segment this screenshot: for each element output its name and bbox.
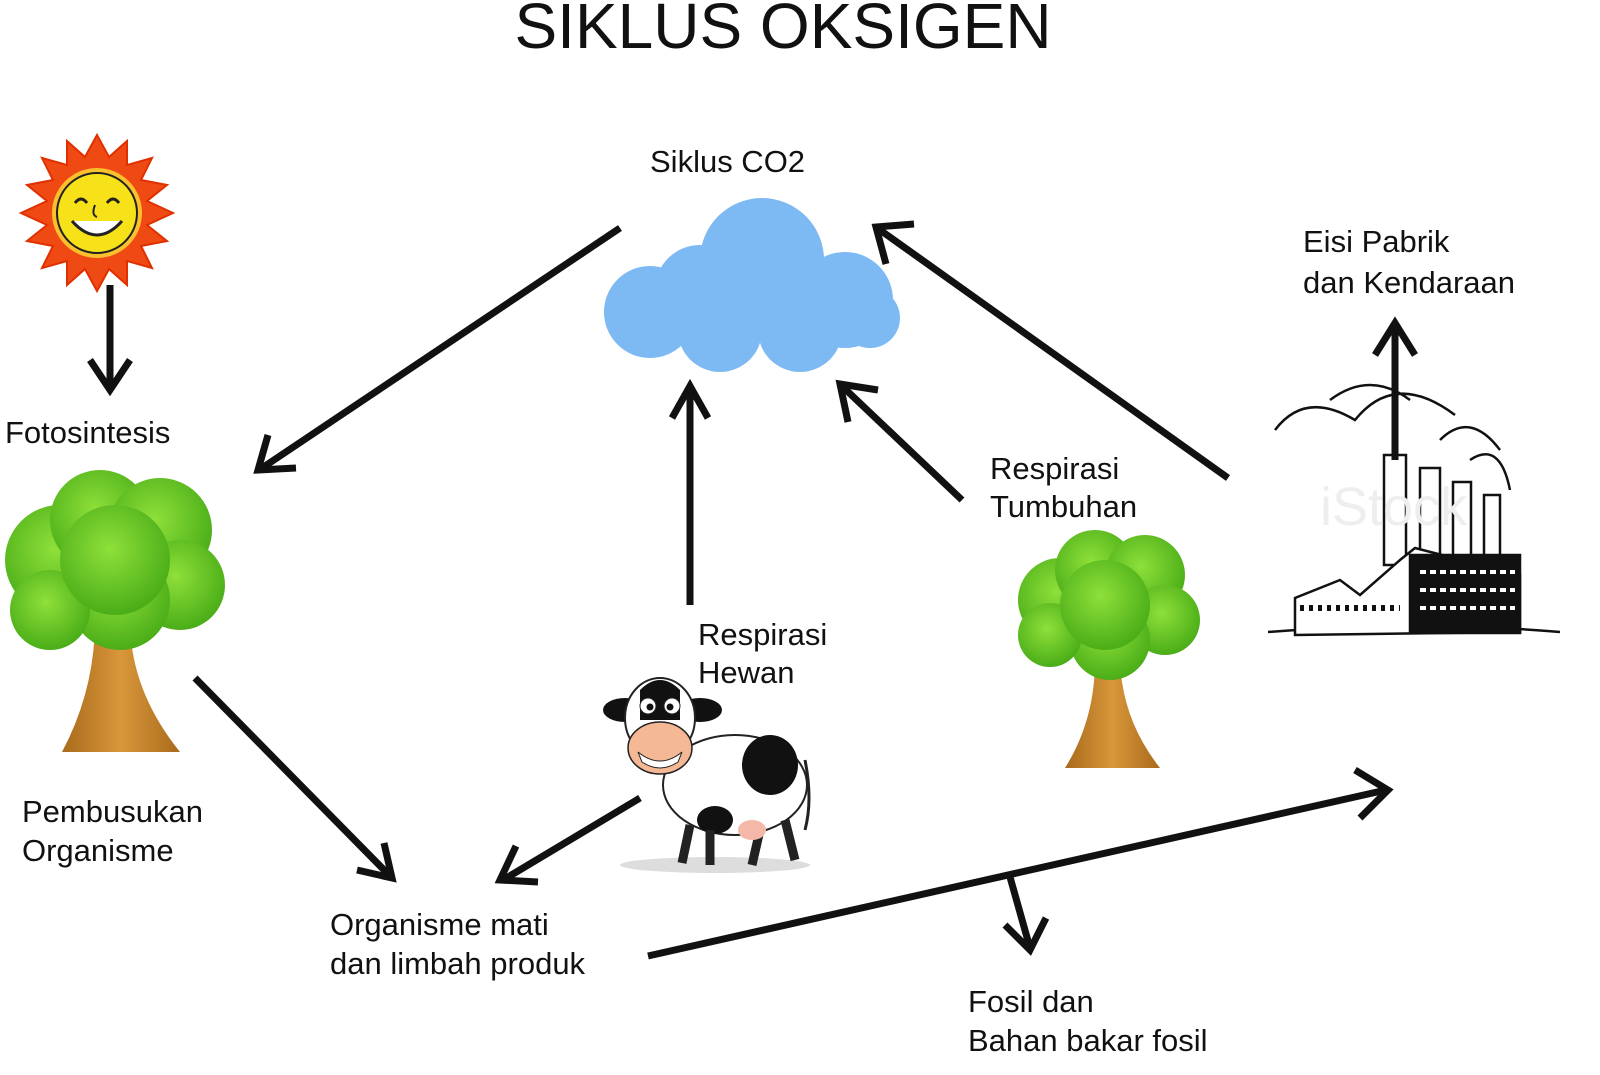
label-factory-emission: Eisi Pabrik dan Kendaraan bbox=[1303, 224, 1515, 300]
label-dead-organisms: Organisme mati dan limbah produk bbox=[330, 907, 586, 981]
arrow-animal-respiration bbox=[668, 378, 712, 605]
sun-icon bbox=[18, 132, 176, 294]
label-co2-cycle: Siklus CO2 bbox=[650, 144, 805, 179]
factory-icon bbox=[1267, 383, 1561, 637]
label-plant-respiration: Respirasi Tumbuhan bbox=[990, 451, 1137, 524]
arrow-cow-to-dead bbox=[494, 794, 642, 886]
arrow-factory-emission bbox=[1372, 316, 1418, 460]
label-decomposition: Pembusukan Organisme bbox=[22, 794, 212, 868]
label-fossil: Fosil dan Bahan bakar fosil bbox=[968, 984, 1208, 1058]
cow-icon bbox=[603, 677, 811, 873]
label-animal-respiration: Respirasi Hewan bbox=[698, 617, 836, 690]
arrow-tree-to-dead bbox=[192, 675, 397, 883]
tree-right-icon bbox=[1018, 530, 1200, 768]
arrow-co2-to-tree bbox=[253, 225, 622, 474]
watermark: iStock bbox=[1320, 477, 1468, 537]
diagram-title: SIKLUS OKSIGEN bbox=[514, 0, 1051, 62]
tree-left-icon bbox=[5, 470, 225, 752]
arrow-dead-to-factory bbox=[647, 767, 1394, 960]
cloud-icon bbox=[604, 198, 900, 372]
label-photosynthesis: Fotosintesis bbox=[5, 415, 170, 450]
arrow-plant-respiration bbox=[835, 379, 965, 503]
arrow-to-fossil bbox=[1002, 876, 1050, 956]
arrow-sun-to-photosynthesis bbox=[87, 285, 133, 397]
arrows bbox=[87, 220, 1418, 960]
arrow-factory-to-co2 bbox=[871, 220, 1231, 481]
